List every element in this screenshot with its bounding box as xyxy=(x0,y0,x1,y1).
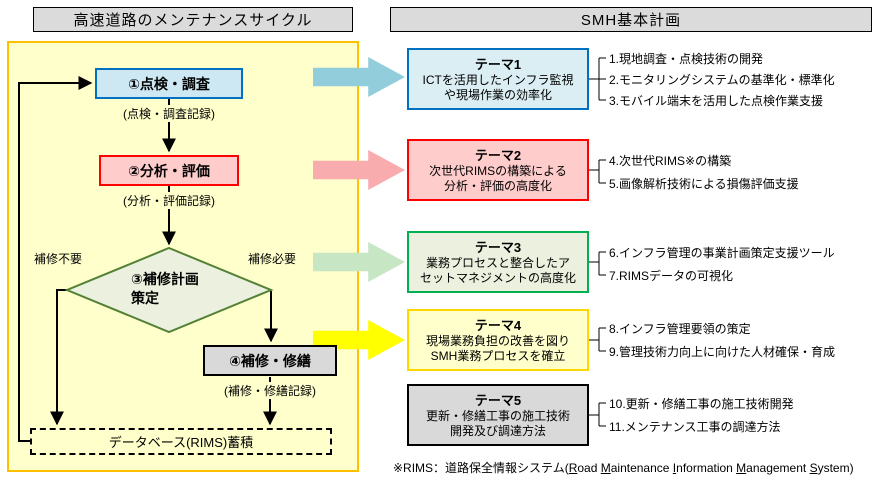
bracket-theme2 xyxy=(589,159,606,184)
theme5-line2: 開発及び調達方法 xyxy=(449,423,546,438)
flow-step-inspection: ①点検・調査 xyxy=(95,68,243,99)
theme4-box: テーマ4 現場業務負担の改善を図り SMH業務プロセスを確立 xyxy=(407,309,589,371)
branch-label-no-repair: 補修不要 xyxy=(33,252,82,266)
flow-step-repair-plan-label: ③補修計画 策定 xyxy=(131,270,223,308)
theme4-title: テーマ4 xyxy=(474,317,522,333)
theme1-title: テーマ1 xyxy=(474,56,522,72)
theme1-item-2: 2.モニタリングシステムの基準化・標準化 xyxy=(609,73,835,87)
theme1-item-1: 1.現地調査・点検技術の開発 xyxy=(609,52,764,66)
flow-record-repair: (補修・修繕記録) xyxy=(221,382,319,399)
rims-footnote: ※RIMS：道路保全情報システム(Road Maintenance Inform… xyxy=(393,461,854,475)
flow-step-analysis: ②分析・評価 xyxy=(99,155,239,186)
theme3-line2: セットマネジメントの高度化 xyxy=(419,270,576,285)
bracket-theme5 xyxy=(589,402,606,427)
theme2-line2: 分析・評価の高度化 xyxy=(443,178,552,193)
theme2-box: テーマ2 次世代RIMSの構築による 分析・評価の高度化 xyxy=(407,139,589,201)
theme2-item-2: 5.画像解析技術による損傷評価支援 xyxy=(609,177,799,191)
flow-step-repair: ④補修・修繕 xyxy=(203,345,337,376)
theme4-item-2: 9.管理技術力向上に向けた人材確保・育成 xyxy=(609,345,836,359)
theme1-item-3: 3.モバイル端末を活用した点検作業支援 xyxy=(609,94,824,108)
theme5-title: テーマ5 xyxy=(474,392,522,408)
theme3-item-1: 6.インフラ管理の事業計画策定支援ツール xyxy=(609,246,835,260)
theme2-title: テーマ2 xyxy=(474,147,522,163)
theme5-item-2: 11.メンテナンス工事の調達方法 xyxy=(609,420,781,434)
theme3-item-2: 7.RIMSデータの可視化 xyxy=(609,269,734,283)
theme4-item-1: 8.インフラ管理要領の策定 xyxy=(609,322,751,336)
theme3-line1: 業務プロセスと整合したア xyxy=(425,255,570,270)
bracket-theme3 xyxy=(589,251,606,276)
theme1-line2: や現場作業の効率化 xyxy=(443,87,552,102)
theme1-box: テーマ1 ICTを活用したインフラ監視 や現場作業の効率化 xyxy=(407,48,589,110)
theme5-box: テーマ5 更新・修繕工事の施工技術 開発及び調達方法 xyxy=(407,384,589,446)
theme5-line1: 更新・修繕工事の施工技術 xyxy=(425,408,570,423)
repair-plan-line1: ③補修計画 xyxy=(131,271,199,287)
theme1-line1: ICTを活用したインフラ監視 xyxy=(422,72,574,87)
theme5-item-1: 10.更新・修繕工事の施工技術開発 xyxy=(609,397,794,411)
maintenance-cycle-header: 高速道路のメンテナンスサイクル xyxy=(33,7,353,32)
theme-item-brackets xyxy=(589,57,606,427)
bracket-theme1 xyxy=(589,57,606,101)
bracket-theme4 xyxy=(589,327,606,352)
repair-plan-line2: 策定 xyxy=(131,290,159,306)
theme2-line1: 次世代RIMSの構築による xyxy=(429,163,567,178)
flow-record-inspection: (点検・調査記録) xyxy=(120,105,218,122)
theme3-title: テーマ3 xyxy=(474,239,522,255)
theme4-line1: 現場業務負担の改善を図り xyxy=(425,333,570,348)
branch-label-repair-needed: 補修必要 xyxy=(247,252,296,266)
theme4-line2: SMH業務プロセスを確立 xyxy=(430,348,566,363)
smh-basic-plan-header: SMH基本計画 xyxy=(390,7,872,32)
flow-record-analysis: (分析・評価記録) xyxy=(120,192,218,209)
database-rims-box: データベース(RIMS)蓄積 xyxy=(30,428,332,455)
theme2-item-1: 4.次世代RIMS※の構築 xyxy=(609,154,732,168)
theme3-box: テーマ3 業務プロセスと整合したア セットマネジメントの高度化 xyxy=(407,231,589,293)
